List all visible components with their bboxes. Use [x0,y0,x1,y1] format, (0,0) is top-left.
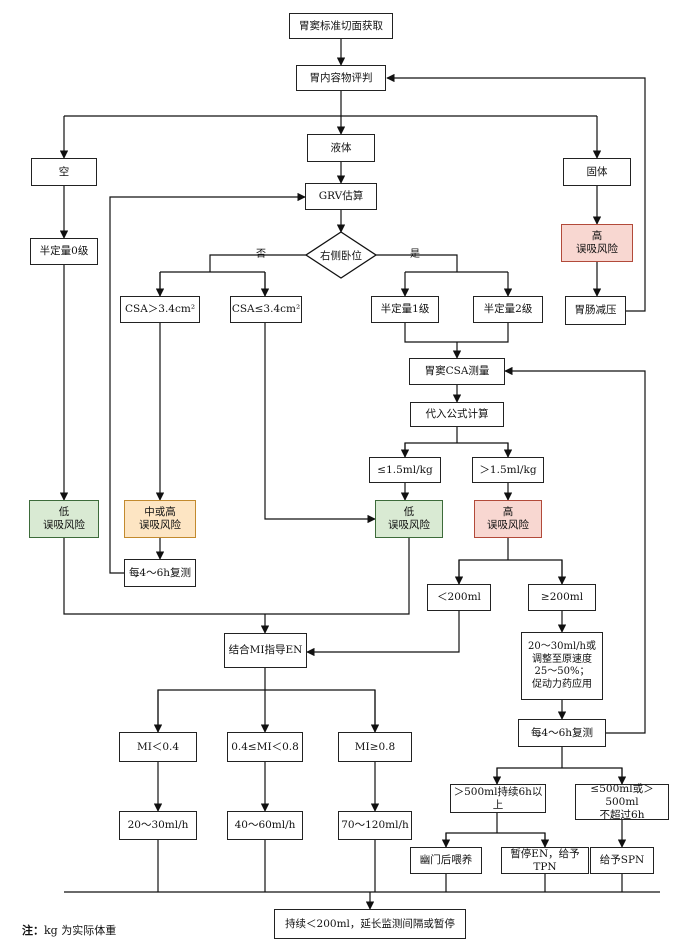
decision-diamond [304,231,378,279]
node-lt200: ＜200ml [427,584,491,611]
node-mi3: MI≥0.8 [338,732,412,762]
node-spn: 给予SPN [590,847,654,874]
node-content: 胃内容物评判 [296,65,386,91]
node-liquid: 液体 [307,134,375,162]
node-rate2: 40～60ml/h [227,811,303,840]
node-guide-en: 结合MI指导EN [224,633,307,668]
node-le15: ≤1.5ml/kg [369,457,441,483]
node-formula: 代入公式计算 [410,402,504,427]
node-decompress: 胃肠减压 [565,296,626,325]
node-gt15: ＞1.5ml/kg [472,457,544,483]
node-pyloric: 幽门后喂养 [410,847,482,874]
node-solid: 固体 [563,158,631,186]
node-start: 胃窦标准切面获取 [289,13,393,39]
node-high-right: 高 误吸风险 [474,500,542,538]
branch-no-label: 否 [256,249,266,260]
node-high-solid: 高 误吸风险 [561,224,633,262]
node-le500: ≤500ml或＞500ml 不超过6h [575,783,669,821]
node-rate-adjust: 20～30ml/h或 调整至原速度 25～50%； 促动力药应用 [521,632,603,700]
node-pause-tpn: 暂停EN，给予TPN [501,847,589,874]
node-mi2: 0.4≤MI＜0.8 [227,732,303,762]
node-rate1: 20～30ml/h [119,811,197,840]
node-recheck-left: 每4～6h复测 [124,559,196,587]
branch-yes-label: 是 [410,249,420,260]
node-low-left: 低 误吸风险 [29,500,99,538]
decision-label: 右侧卧位 [320,249,362,262]
node-recheck-right: 每4～6h复测 [518,719,606,747]
node-grade1: 半定量1级 [371,296,439,323]
node-mid-high: 中或高 误吸风险 [124,500,196,538]
node-ge200: ≥200ml [528,584,596,611]
footnote-text: kg 为实际体重 [44,924,117,937]
node-low-right: 低 误吸风险 [375,500,443,538]
node-grade2: 半定量2级 [473,296,543,323]
node-empty: 空 [31,158,97,186]
node-mi1: MI＜0.4 [119,732,197,762]
node-csa-le: CSA≤3.4cm² [230,296,302,323]
node-final: 持续＜200ml，延长监测间隔或暂停 [274,909,466,939]
node-crv: GRV估算 [305,183,377,210]
node-over500: ＞500ml持续6h以上 [450,784,546,813]
node-csa-gt: CSA＞3.4cm² [120,296,200,323]
node-csa-measure: 胃窦CSA测量 [409,358,505,385]
node-rate3: 70～120ml/h [338,811,412,840]
footnote: 注：kg 为实际体重 [22,922,116,938]
footnote-prefix: 注： [22,924,44,937]
node-grade0: 半定量0级 [30,238,98,265]
